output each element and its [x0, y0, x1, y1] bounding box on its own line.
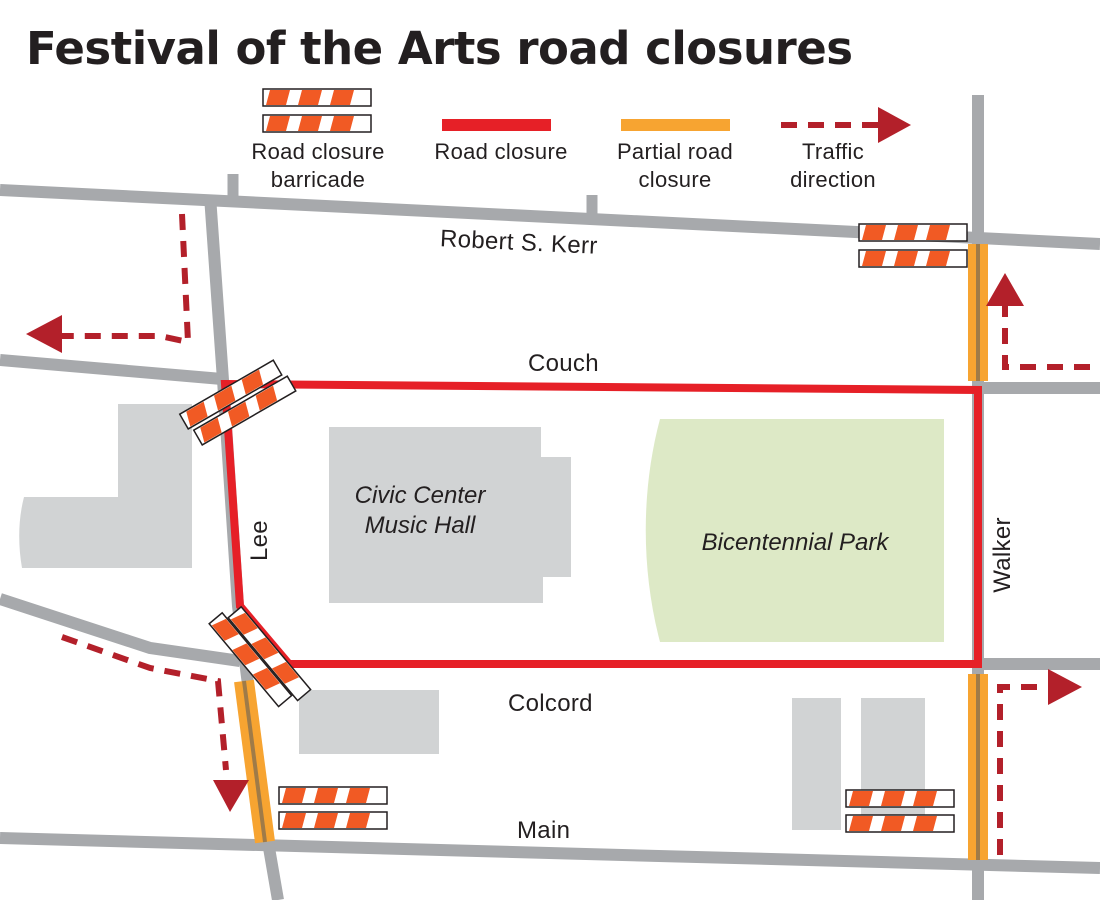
traffic-arrowheads: [26, 273, 1082, 812]
building-colcord: [299, 690, 439, 754]
traffic-arrow-northeast: [1002, 305, 1090, 370]
arrowhead-east: [1048, 669, 1082, 705]
legend-closure-label: Road closure: [434, 139, 568, 164]
legend-traffic-arrowhead: [878, 107, 911, 143]
street-label-walker: Walker: [989, 517, 1016, 593]
street-colcord-west: [0, 593, 241, 667]
park-label: Bicentennial Park: [701, 529, 889, 556]
street-label-main: Main: [517, 817, 571, 844]
bicentennial-park-area: [645, 419, 944, 642]
barricade-robert-s-kerr: [858, 223, 968, 268]
arrowhead-north: [986, 273, 1024, 306]
buildings: [19, 404, 925, 830]
street-main: [0, 832, 1100, 874]
legend-barricade-label: Road closure barricade: [251, 139, 385, 192]
building-se-2: [861, 698, 925, 830]
arrowhead-south: [213, 780, 249, 812]
street-couch-west: [0, 354, 223, 385]
legend-traffic-label: Traffic direction: [790, 139, 876, 192]
music-hall-building: [329, 427, 571, 603]
building-west: [19, 404, 192, 568]
traffic-arrows: [61, 213, 1090, 855]
legend-barricade-icon: [262, 88, 372, 133]
barricade-main-west: [278, 786, 388, 830]
map-title: Festival of the Arts road closures: [26, 22, 853, 75]
legend-closure-swatch: [442, 119, 551, 131]
street-label-lee: Lee: [246, 520, 273, 561]
traffic-arrow-northwest: [62, 213, 192, 346]
legend-partial-swatch: [621, 119, 730, 131]
arrowhead-west: [26, 315, 62, 353]
partial-closures: [234, 244, 988, 860]
road-closure-loop: [220, 379, 982, 668]
traffic-arrow-southeast: [997, 684, 1048, 855]
street-label-colcord: Colcord: [508, 690, 593, 717]
building-se-1: [792, 698, 841, 830]
legend-partial-label: Partial road closure: [616, 139, 734, 192]
music-hall-label: Civic Center Music Hall: [354, 482, 486, 539]
street-label-couch: Couch: [528, 350, 599, 377]
